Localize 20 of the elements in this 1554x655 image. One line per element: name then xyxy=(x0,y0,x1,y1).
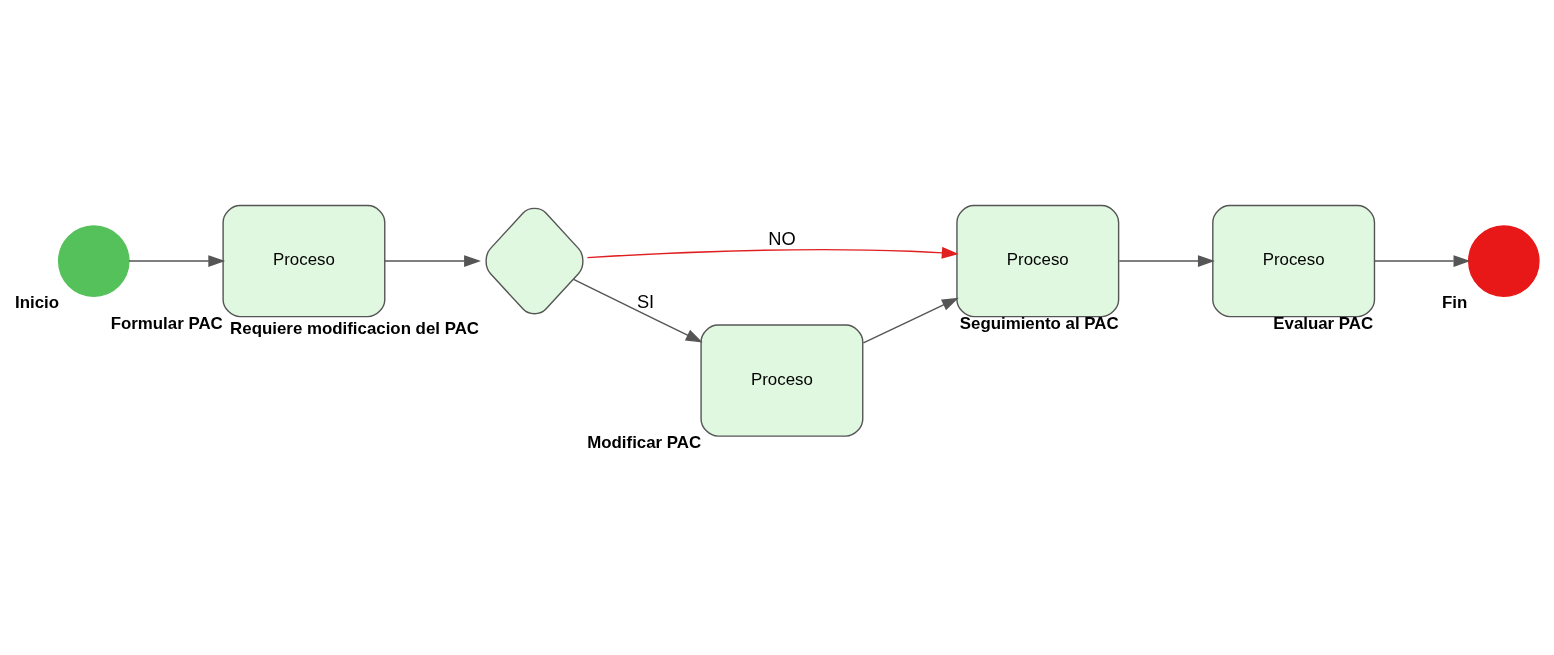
arrow xyxy=(586,246,959,259)
node-box: Proceso xyxy=(700,324,864,437)
node-box: Proceso xyxy=(1212,204,1376,318)
arrow xyxy=(128,255,226,267)
node-label: Formular PAC xyxy=(110,313,223,333)
node-label: Requiere modificacion del PAC xyxy=(230,318,480,338)
node-circle xyxy=(57,225,130,297)
arrow xyxy=(384,255,481,267)
node-box: Proceso xyxy=(956,204,1120,318)
node-label: Modificar PAC xyxy=(587,433,702,453)
node-box: Proceso xyxy=(222,204,386,318)
arrow xyxy=(1373,255,1471,267)
node-label: Fin xyxy=(1441,293,1468,313)
arrow xyxy=(1118,255,1215,267)
edge-label: SI xyxy=(636,291,655,313)
arrow xyxy=(572,278,703,343)
node-circle xyxy=(1467,225,1540,297)
arrow xyxy=(862,297,959,344)
node-label: Inicio xyxy=(15,293,60,313)
edge-label: NO xyxy=(768,227,796,249)
